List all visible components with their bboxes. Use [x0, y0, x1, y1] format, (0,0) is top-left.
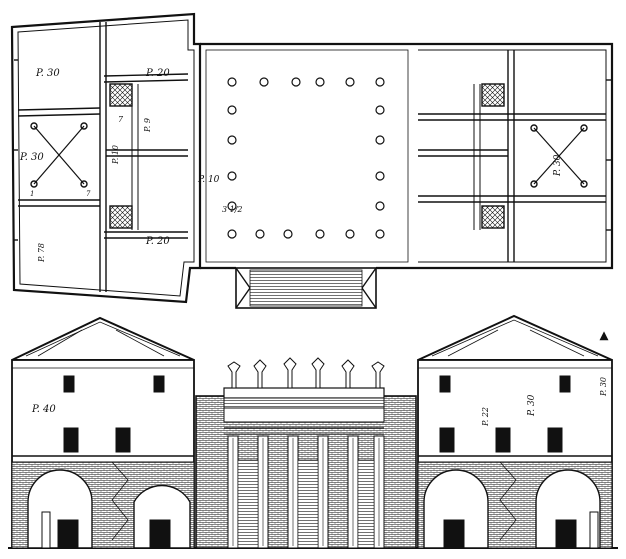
label-far-right: P. 30	[599, 377, 608, 397]
elevation-labels: P. 40 P. 30 P. 22 P. 30	[31, 377, 608, 427]
right-wing-outline	[414, 42, 614, 270]
plan-labels: P. 30 P. 20 P. 30 P. 20 P. 9 P. 10 7 P. …	[19, 68, 563, 263]
label-small-b: P. 10	[111, 145, 120, 165]
label-right-a: P. 30	[527, 394, 537, 417]
label-small-a: P. 9	[143, 118, 152, 133]
entrance-stair	[235, 267, 377, 309]
central-portico	[195, 357, 417, 549]
label-tiny-b: 7	[86, 190, 91, 198]
courtyard-columns	[227, 77, 385, 239]
courtyard	[205, 49, 409, 263]
label-right-room: P. 30	[553, 154, 563, 177]
label-court-frac: 3 1/2	[222, 205, 243, 214]
elevation	[8, 314, 618, 549]
label-left-floor: P. 40	[31, 404, 56, 415]
right-pavilion	[417, 314, 613, 549]
label-room-l: P. 30	[19, 152, 44, 163]
roof-statues	[227, 357, 385, 389]
label-room-bl: P. 20	[145, 236, 170, 247]
label-right-b: P. 22	[481, 407, 490, 427]
left-pavilion	[11, 316, 195, 549]
label-room-tr: P. 20	[145, 68, 170, 79]
label-room-tl: P. 30	[35, 68, 60, 79]
floor-plan	[10, 12, 614, 309]
label-tiny-a: 1	[30, 190, 34, 198]
label-court-mid: P. 10	[197, 175, 220, 185]
label-side-left: P. 78	[37, 243, 46, 263]
label-small-c: 7	[118, 115, 124, 124]
